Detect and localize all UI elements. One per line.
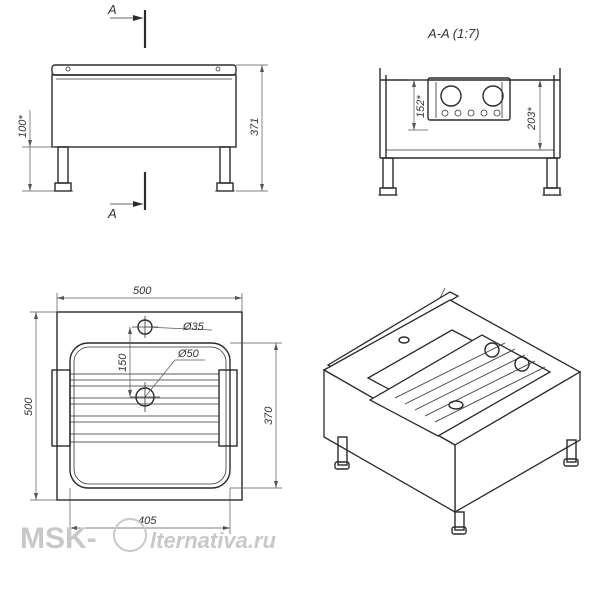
dim-offset: 150	[117, 353, 129, 372]
plan-view: 500 500 Ø35 Ø50 150 370 405	[23, 285, 282, 534]
dim-width: 500	[133, 285, 152, 297]
watermark: MSK- lternativa.ru	[20, 518, 276, 555]
section-mark-bottom: A	[107, 206, 117, 221]
isometric-view	[322, 287, 582, 535]
dim-total-height: 371	[249, 118, 261, 136]
dim-bowl-width: 405	[138, 515, 157, 527]
dim-hole-height: 152*	[415, 95, 427, 118]
section-view: A-A (1:7) 152*	[378, 26, 562, 196]
watermark-left: MSK-	[20, 522, 97, 555]
watermark-logo	[113, 518, 147, 552]
dim-bowl-depth: 370	[263, 406, 275, 425]
dim-hole-drain: Ø50	[177, 348, 200, 360]
dim-inner-height: 203*	[526, 107, 538, 131]
dim-hole-small: Ø35	[182, 321, 205, 333]
watermark-right: lternativa.ru	[150, 528, 276, 553]
dim-depth: 500	[23, 397, 35, 416]
front-view: A A 100* 371	[17, 2, 268, 221]
section-mark-top: A	[107, 2, 117, 17]
dim-leg-height: 100*	[17, 115, 29, 138]
section-title: A-A (1:7)	[427, 26, 480, 41]
